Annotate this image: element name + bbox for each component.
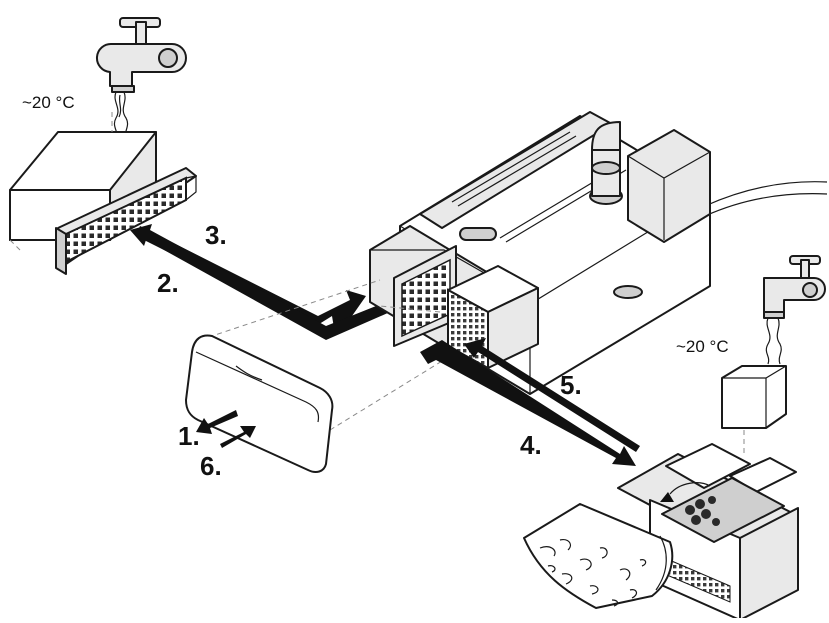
left-grid-frame xyxy=(55,167,197,275)
filter-media-bag xyxy=(523,503,674,609)
guide-line-lower xyxy=(329,349,461,431)
small-grid-panel xyxy=(393,245,457,347)
left-water-tap-icon xyxy=(95,17,187,141)
front-cover xyxy=(185,334,334,473)
step-6-label: 6. xyxy=(200,451,222,481)
arrow-step-1 xyxy=(196,410,238,434)
step-4-label: 4. xyxy=(520,430,542,460)
step-2-label: 2. xyxy=(157,268,179,298)
step-1-label: 1. xyxy=(178,421,200,451)
arrow-step-4 xyxy=(420,340,636,466)
guide-line-upper xyxy=(199,279,381,341)
guide-line-mid xyxy=(379,305,441,313)
right-temperature-label: ~20 °C xyxy=(676,337,729,356)
small-sponge-cartridge xyxy=(447,265,539,370)
step-5-label: 5. xyxy=(560,370,582,400)
left-temperature-label: ~20 °C xyxy=(22,93,75,112)
arrow-step-6 xyxy=(220,426,256,448)
arrow-step-5 xyxy=(464,338,640,452)
right-sponge-cube xyxy=(721,365,787,456)
right-water-tap-icon xyxy=(763,255,826,365)
arrow-step-2 xyxy=(130,224,390,340)
step-3-label: 3. xyxy=(205,220,227,250)
